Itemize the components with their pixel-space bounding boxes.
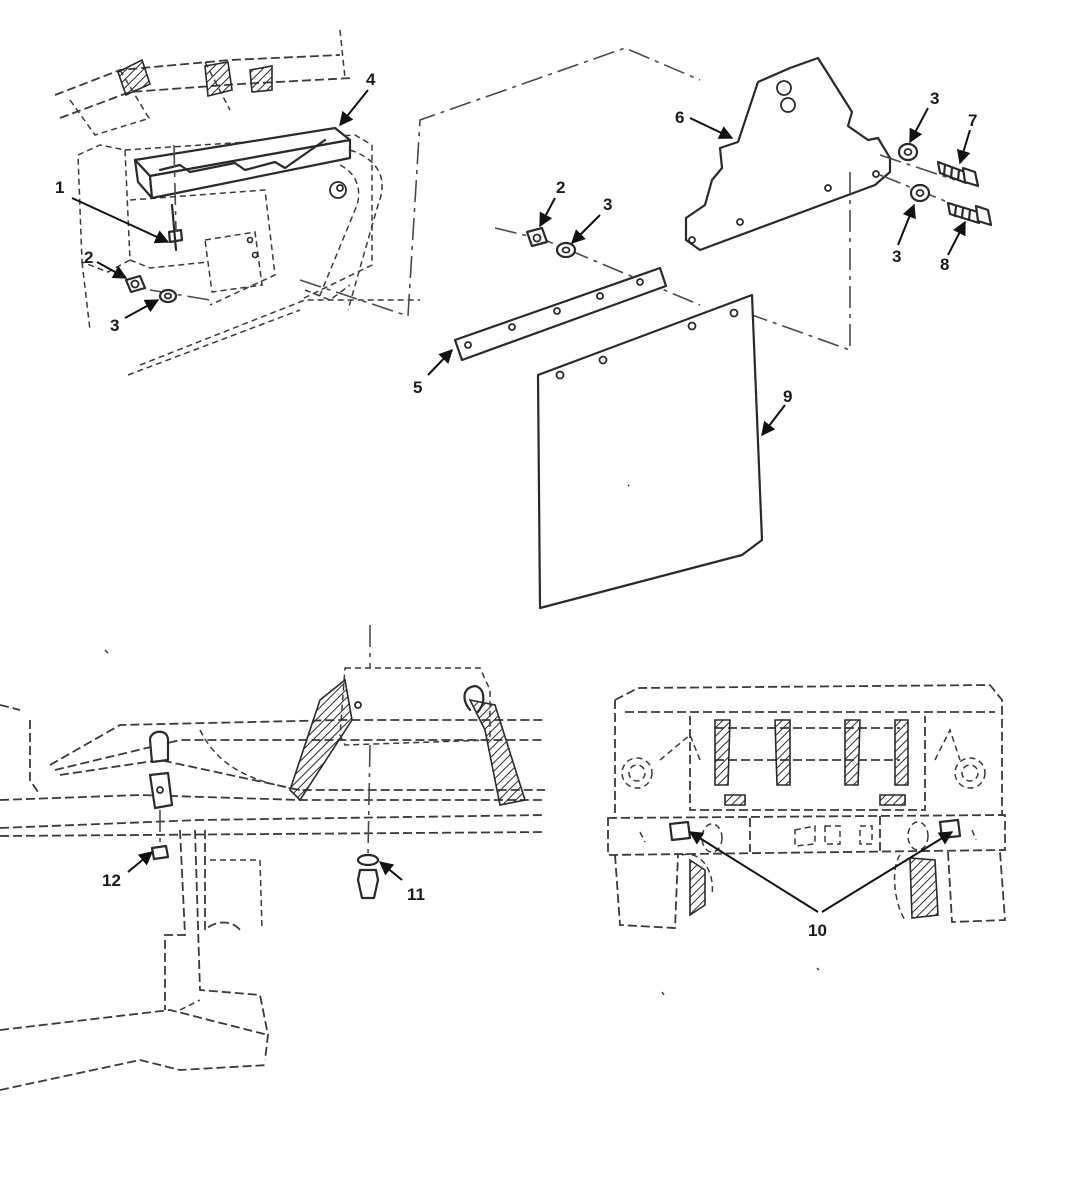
callout-4: 4 (366, 70, 376, 89)
mudflap-exploded-view (453, 56, 993, 610)
callout-8: 8 (940, 255, 949, 274)
callout-10: 10 (808, 921, 827, 940)
callout-11: 11 (407, 885, 425, 904)
callout-5: 5 (413, 378, 422, 397)
bumper-bracket-view (54, 29, 701, 376)
mounting-bracket (684, 56, 892, 252)
rear-view (607, 684, 1006, 996)
leader-lines (71, 89, 971, 913)
mudflap (536, 293, 764, 610)
callout-7: 7 (968, 111, 977, 130)
callout-12: 12 (102, 871, 121, 890)
callout-1: 1 (55, 178, 64, 197)
callout-3-left: 3 (110, 316, 119, 335)
callout-2-middle: 2 (556, 178, 565, 197)
callout-3-lower-right: 3 (892, 247, 901, 266)
callout-3-middle: 3 (603, 195, 612, 214)
callout-labels: 1 2 3 4 2 3 5 6 3 7 3 8 9 12 11 10 (55, 70, 977, 940)
side-view (0, 625, 546, 1091)
callout-2-left: 2 (84, 248, 93, 267)
callout-9: 9 (783, 387, 792, 406)
callout-3-upper-right: 3 (930, 89, 939, 108)
callout-6: 6 (675, 108, 684, 127)
retainer-strip (453, 266, 668, 362)
